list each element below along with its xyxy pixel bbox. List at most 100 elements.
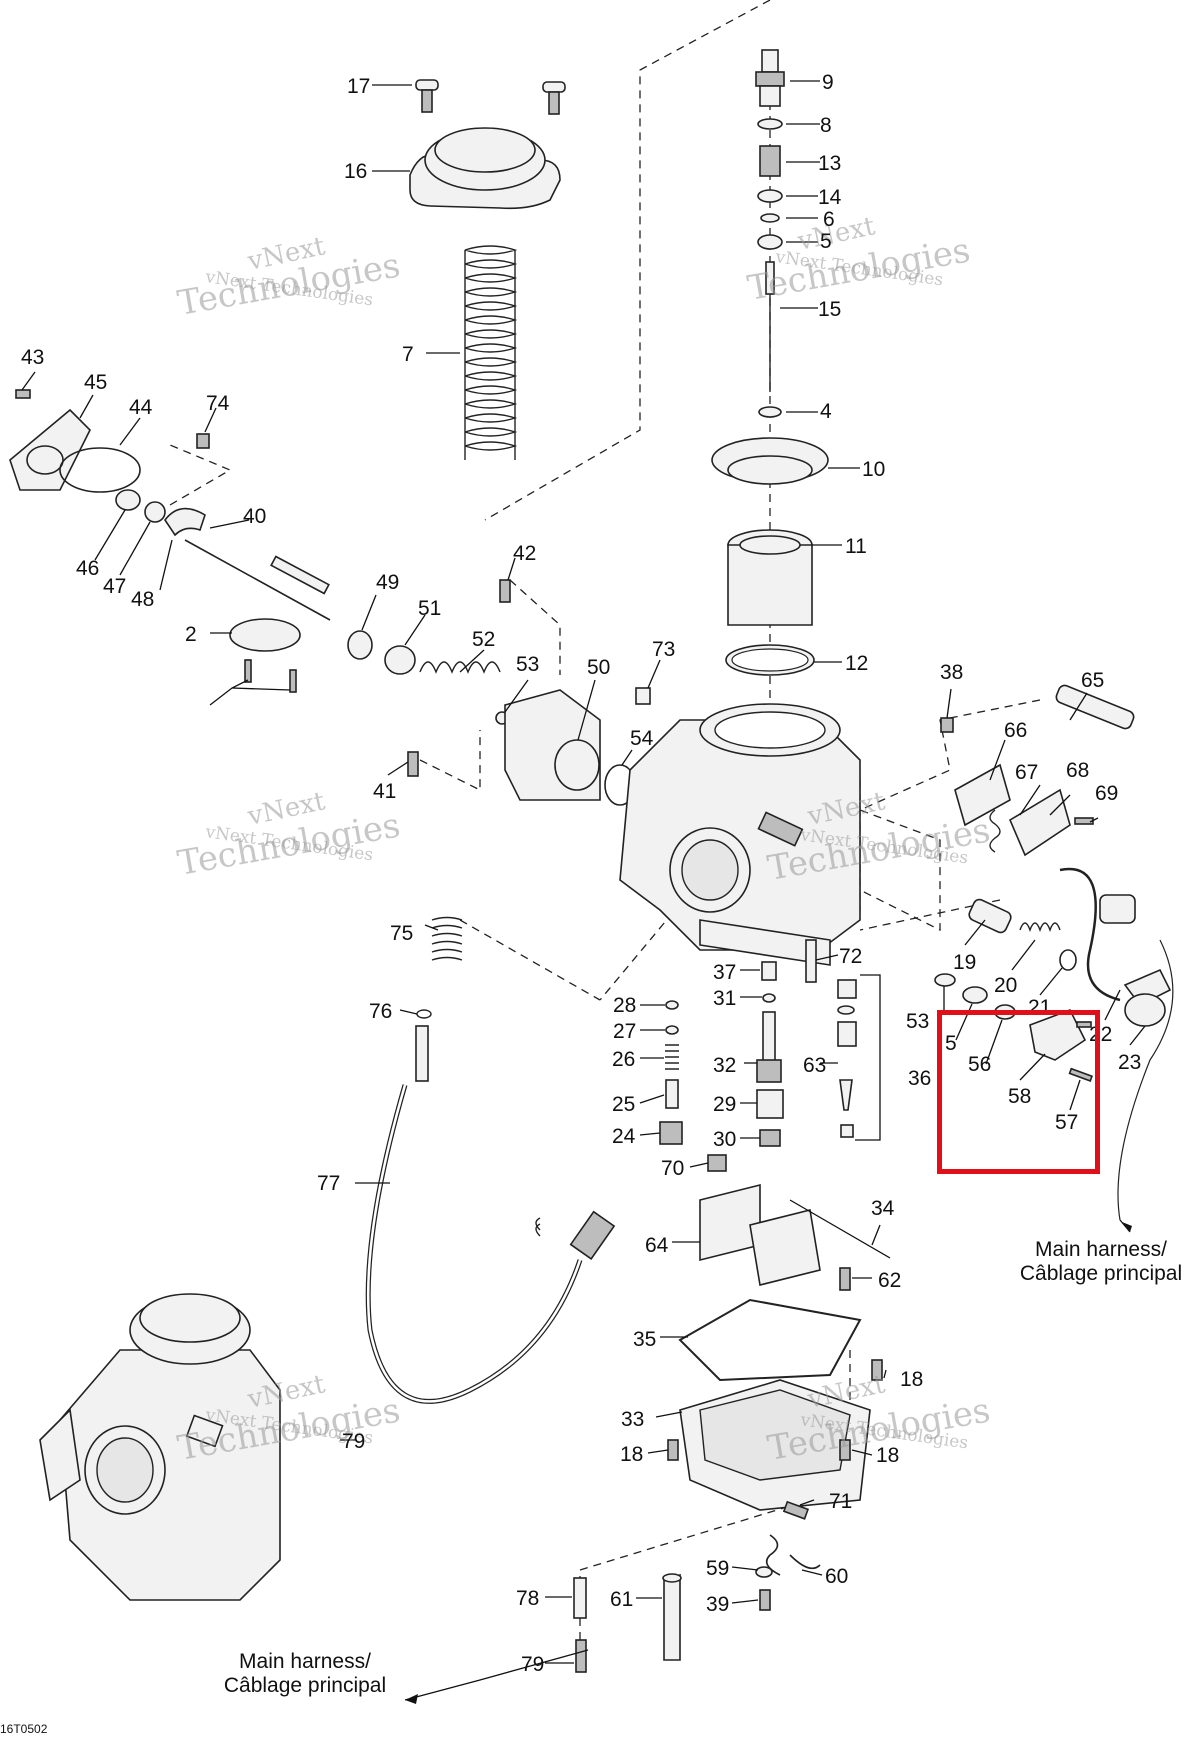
diaphragm-slide bbox=[711, 437, 829, 676]
harness-label-right: Main harness/ Câblage principal bbox=[1003, 1238, 1199, 1286]
callout-numbers: 2 3 4 5 5 6 7 8 9 10 11 12 13 14 15 16 1… bbox=[21, 71, 1141, 1676]
callout-number: 8 bbox=[820, 114, 832, 137]
callout-number: 34 bbox=[871, 1197, 895, 1220]
leader-lines bbox=[21, 80, 1146, 1704]
callout-number: 18 bbox=[900, 1368, 923, 1391]
cover-assembly bbox=[409, 79, 566, 210]
callout-number: 31 bbox=[713, 987, 736, 1010]
callout-number: 24 bbox=[612, 1125, 636, 1148]
callout-number: 40 bbox=[243, 505, 266, 528]
callout-number: 2 bbox=[185, 623, 197, 646]
main-spring bbox=[464, 245, 518, 460]
callout-number: 37 bbox=[713, 961, 736, 984]
callout-number: 39 bbox=[706, 1593, 729, 1616]
callout-number: 62 bbox=[878, 1269, 901, 1292]
callout-number: 59 bbox=[706, 1557, 729, 1580]
callout-number: 33 bbox=[621, 1408, 644, 1431]
callout-number: 47 bbox=[103, 575, 126, 598]
callout-number: 58 bbox=[1008, 1085, 1031, 1108]
callout-number: 6 bbox=[823, 208, 835, 231]
callout-number: 49 bbox=[376, 571, 399, 594]
callout-number: 52 bbox=[472, 628, 495, 651]
callout-number: 70 bbox=[661, 1157, 684, 1180]
callout-number: 53 bbox=[516, 653, 539, 676]
callout-number: 79 bbox=[342, 1430, 365, 1453]
callout-number: 77 bbox=[317, 1172, 340, 1195]
callout-number: 23 bbox=[1118, 1051, 1141, 1074]
callout-number: 18 bbox=[876, 1444, 899, 1467]
callout-number: 10 bbox=[862, 458, 885, 481]
callout-number: 15 bbox=[818, 298, 841, 321]
harness-label-left: Main harness/ Câblage principal bbox=[205, 1650, 405, 1698]
callout-number: 30 bbox=[713, 1128, 736, 1151]
callout-number: 41 bbox=[373, 780, 396, 803]
carburetor-body bbox=[619, 703, 861, 966]
callout-number: 29 bbox=[713, 1093, 736, 1116]
callout-number: 22 bbox=[1089, 1023, 1112, 1046]
callout-number: 13 bbox=[818, 152, 841, 175]
callout-number: 17 bbox=[347, 75, 370, 98]
throttle-shaft-group bbox=[9, 389, 331, 693]
callout-number: 19 bbox=[953, 951, 976, 974]
callout-number: 38 bbox=[940, 661, 963, 684]
callout-number: 50 bbox=[587, 656, 610, 679]
callout-number: 27 bbox=[613, 1020, 636, 1043]
harness-label-line: Câblage principal bbox=[1019, 1262, 1183, 1285]
jet-components bbox=[659, 939, 881, 1172]
callout-number: 57 bbox=[1055, 1111, 1078, 1134]
callout-number: 79 bbox=[521, 1653, 544, 1676]
diagram-code: 16T0502 bbox=[0, 1722, 48, 1736]
callout-number: 72 bbox=[839, 945, 862, 968]
callout-number: 65 bbox=[1081, 669, 1104, 692]
callout-number: 71 bbox=[829, 1490, 852, 1513]
choke-sensor-group bbox=[934, 684, 1174, 1221]
callout-number: 5 bbox=[945, 1032, 957, 1055]
callout-number: 7 bbox=[402, 343, 414, 366]
callout-number: 20 bbox=[994, 974, 1017, 997]
callout-number: 43 bbox=[21, 346, 44, 369]
callout-number: 11 bbox=[845, 535, 867, 558]
throttle-cable bbox=[365, 916, 616, 1404]
callout-number: 74 bbox=[206, 392, 230, 415]
callout-number: 25 bbox=[612, 1093, 635, 1116]
callout-number: 42 bbox=[513, 542, 536, 565]
callout-number: 35 bbox=[633, 1328, 656, 1351]
callout-number: 76 bbox=[369, 1000, 392, 1023]
callout-number: 69 bbox=[1095, 782, 1118, 805]
harness-label-line: Câblage principal bbox=[223, 1674, 387, 1697]
callout-number: 9 bbox=[822, 71, 834, 94]
callout-number: 45 bbox=[84, 371, 107, 394]
callout-number: 14 bbox=[818, 186, 842, 209]
callout-number: 36 bbox=[908, 1067, 931, 1090]
callout-number: 78 bbox=[516, 1587, 539, 1610]
callout-number: 4 bbox=[820, 400, 832, 423]
callout-number: 56 bbox=[968, 1053, 991, 1076]
callout-number: 75 bbox=[390, 922, 413, 945]
callout-number: 54 bbox=[630, 727, 654, 750]
callout-number: 5 bbox=[820, 230, 832, 253]
callout-number: 53 bbox=[906, 1010, 929, 1033]
callout-number: 44 bbox=[129, 396, 153, 419]
callout-number: 32 bbox=[713, 1054, 736, 1077]
callout-number: 63 bbox=[803, 1054, 826, 1077]
accelerator-pump-group bbox=[347, 579, 651, 806]
callout-number: 73 bbox=[652, 638, 675, 661]
callout-number: 67 bbox=[1015, 761, 1038, 784]
callout-number: 18 bbox=[620, 1443, 643, 1466]
harness-label-line: Main harness/ bbox=[1035, 1238, 1167, 1261]
callout-number: 61 bbox=[610, 1588, 633, 1611]
reference-carburetor-view bbox=[39, 1293, 281, 1601]
harness-label-line: Main harness/ bbox=[239, 1650, 371, 1673]
callout-number: 46 bbox=[76, 557, 99, 580]
watermarks: vNext vNext Technologies Technologies vN… bbox=[175, 211, 994, 1469]
highlight-box bbox=[937, 1010, 1100, 1174]
callout-number: 66 bbox=[1004, 719, 1027, 742]
float-bowl-group bbox=[573, 1183, 891, 1673]
callout-number: 60 bbox=[825, 1565, 848, 1588]
callout-number: 12 bbox=[845, 652, 868, 675]
callout-number: 28 bbox=[613, 994, 636, 1017]
callout-number: 51 bbox=[418, 597, 441, 620]
callout-number: 64 bbox=[645, 1234, 669, 1257]
